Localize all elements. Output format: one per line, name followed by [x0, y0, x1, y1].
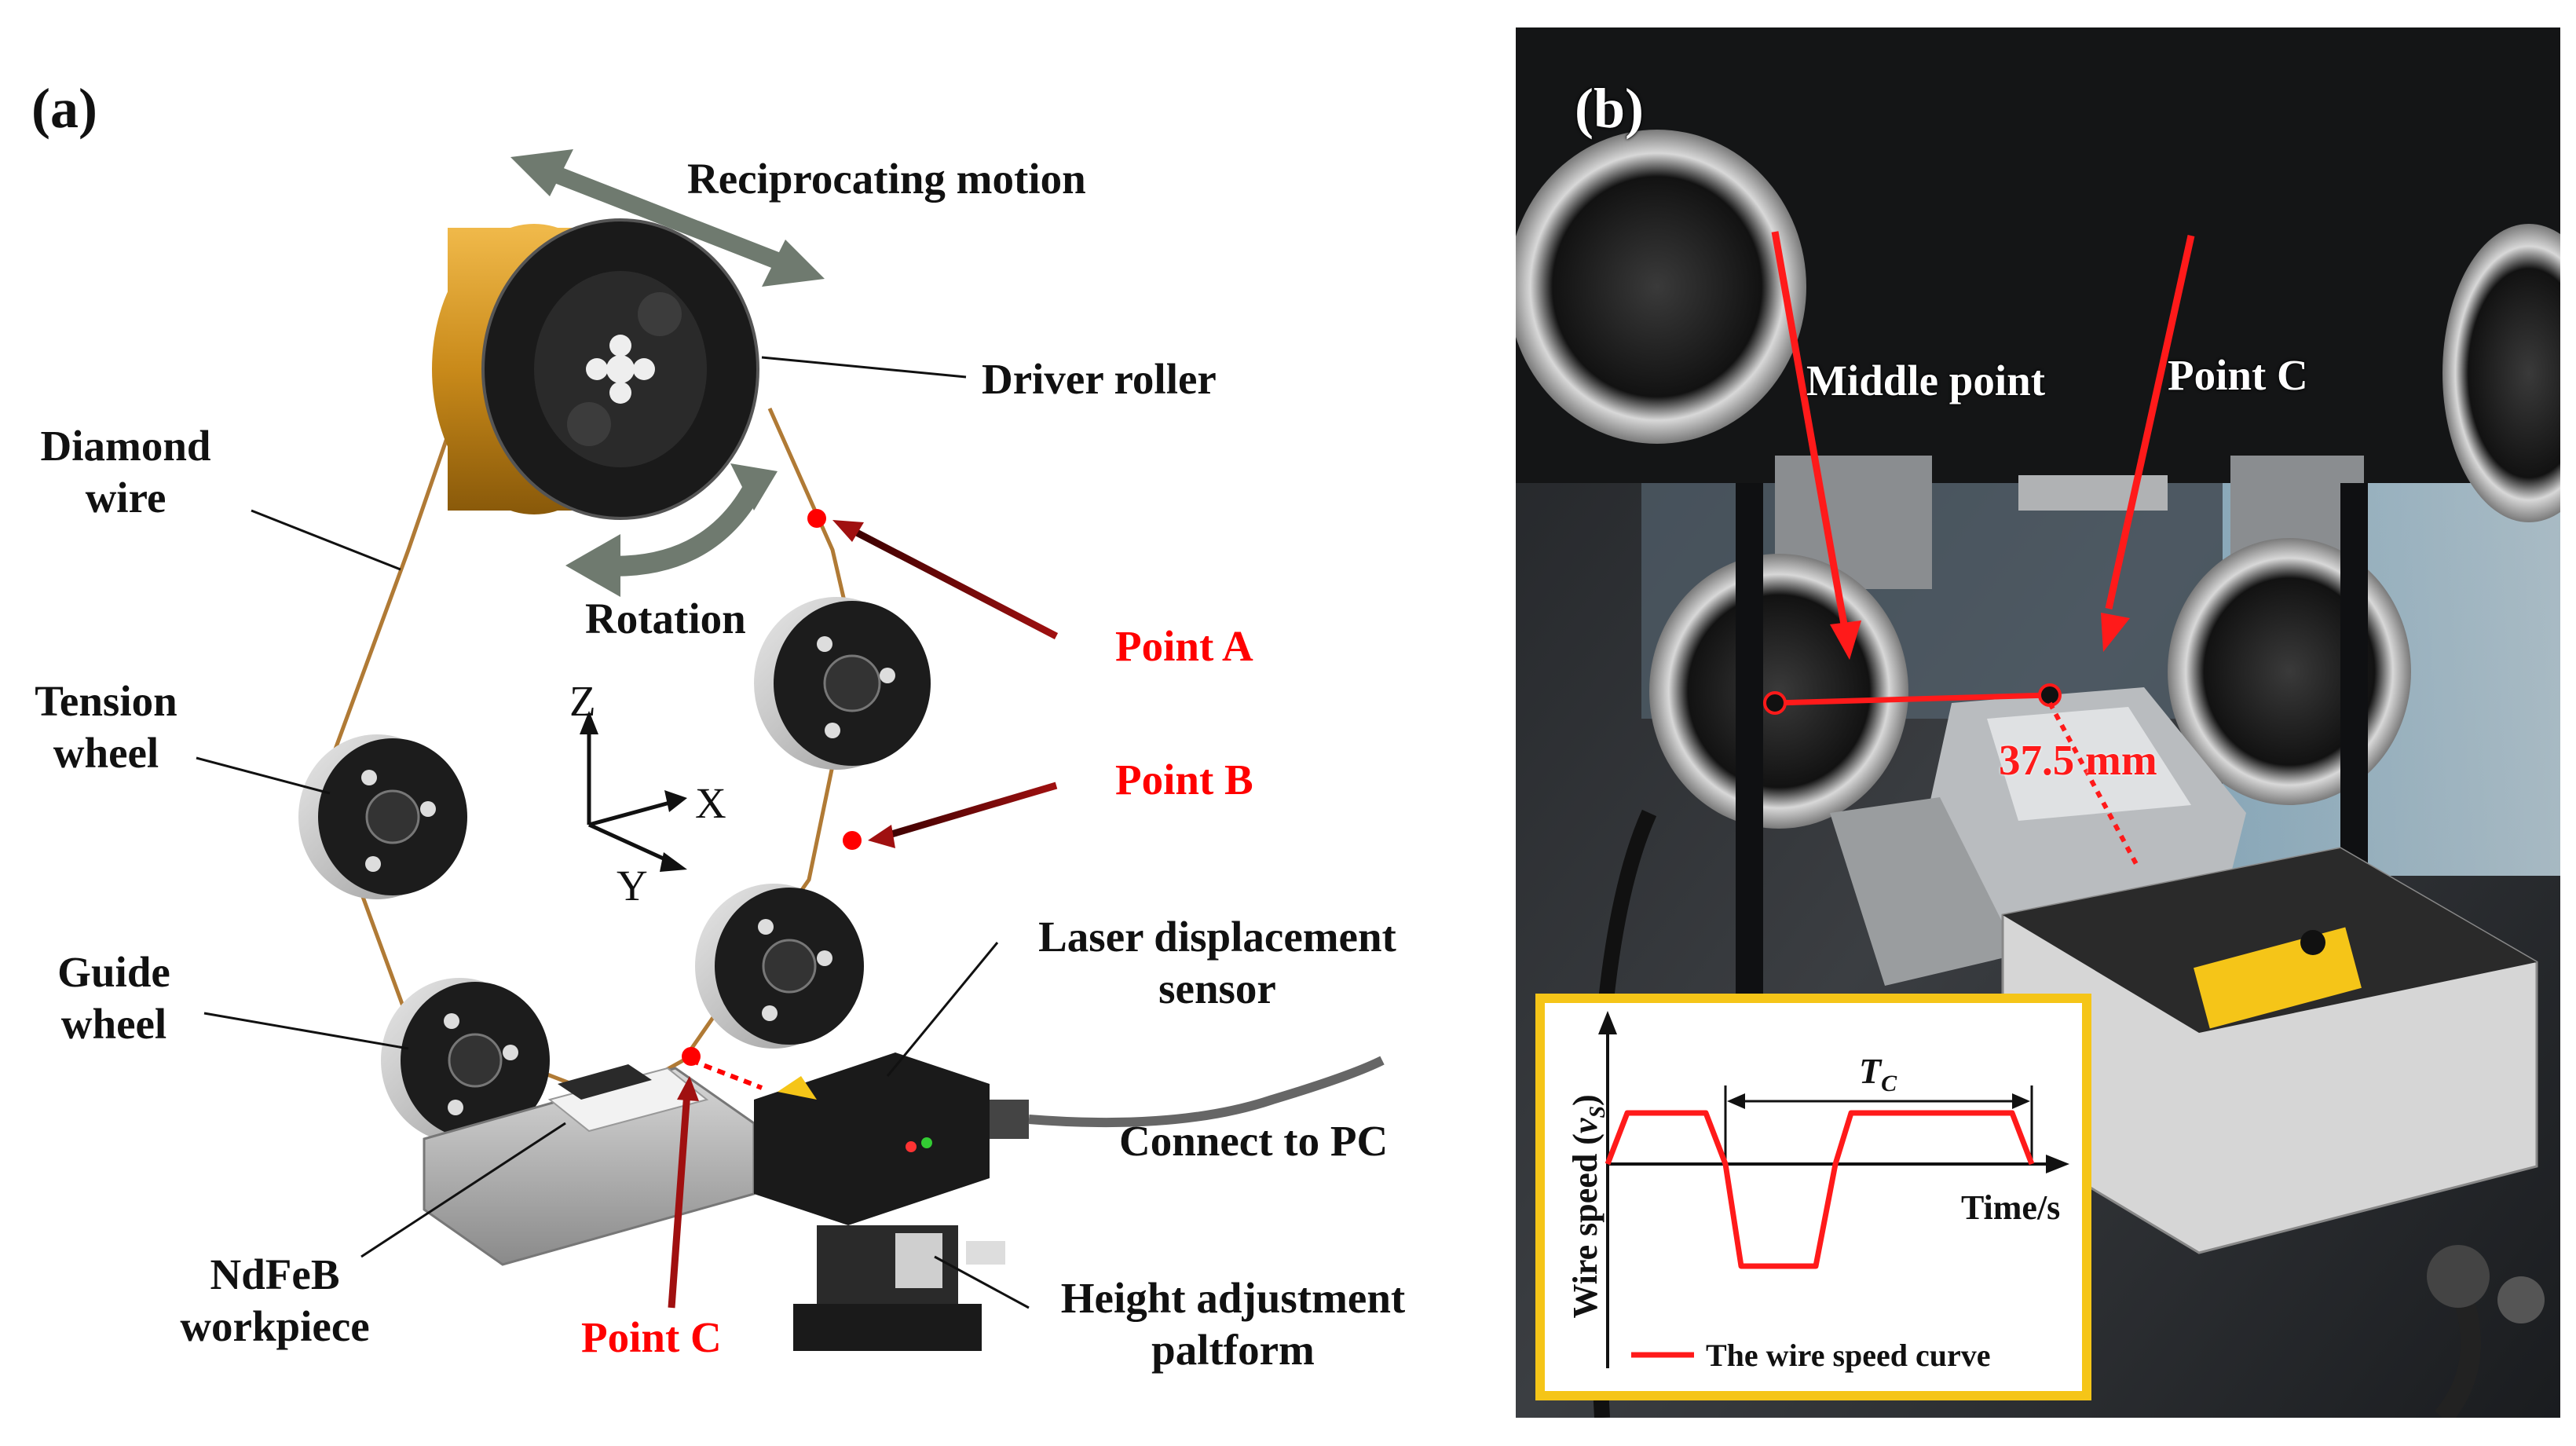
- upper-right-wheel: [754, 597, 931, 770]
- label-distance: 37.5 mm: [1999, 736, 2157, 784]
- label-axis-y: Y: [617, 862, 648, 910]
- middle-point-dot: [1763, 691, 1787, 715]
- label-workpiece-line2: workpiece: [180, 1302, 370, 1350]
- label-point-a: Point A: [1115, 622, 1253, 670]
- label-height-line2: paltform: [1151, 1326, 1315, 1374]
- laser-dotted: [2047, 701, 2139, 866]
- inset-xlabel: Time/s: [1961, 1188, 2061, 1227]
- point-c-marker: [682, 1047, 701, 1066]
- wire-speed-inset: Wire speed (vS) Time/s TC The wire speed…: [1535, 994, 2091, 1400]
- label-tension-wheel: Tension wheel: [12, 675, 200, 779]
- label-diamond-wire-line1: Diamond: [40, 422, 211, 470]
- label-laser-line1: Laser displacement: [1038, 913, 1396, 961]
- label-driver-roller: Driver roller: [982, 355, 1217, 403]
- label-middle-point: Middle point: [1806, 357, 2046, 405]
- label-guide-line1: Guide: [57, 948, 170, 996]
- ylabel-sub: S: [1585, 1105, 1610, 1118]
- wire-speed-chart: [1598, 1011, 2069, 1368]
- rotation-arrow: [596, 481, 763, 577]
- distance-line: [1774, 692, 2051, 706]
- label-diamond-wire: Diamond wire: [27, 420, 224, 524]
- lower-right-wheel: [695, 884, 864, 1049]
- label-diamond-wire-line2: wire: [85, 474, 166, 522]
- driver-roller: [432, 218, 759, 520]
- label-guide-line2: wheel: [60, 1000, 167, 1048]
- label-height-platform: Height adjustment paltform: [1037, 1272, 1429, 1376]
- apparatus-diagram: [196, 149, 1385, 1351]
- ylabel-main: Wire speed (: [1566, 1133, 1605, 1319]
- label-point-c: Point C: [581, 1313, 722, 1361]
- tension-wheel: [298, 734, 467, 899]
- label-laser-sensor: Laser displacement sensor: [1005, 911, 1429, 1015]
- inset-period-label: TC: [1859, 1050, 1897, 1097]
- height-platform: [793, 1225, 1005, 1351]
- period-main: T: [1859, 1051, 1882, 1091]
- point-b-marker: [843, 831, 862, 850]
- leader-lines: [196, 356, 1030, 1309]
- inset-legend: The wire speed curve: [1706, 1338, 1991, 1373]
- label-reciprocating: Reciprocating motion: [687, 155, 1086, 203]
- reciprocating-arrow: [510, 149, 825, 287]
- ylabel-end: ): [1566, 1094, 1605, 1106]
- label-tension-line1: Tension: [35, 677, 177, 725]
- laser-sensor: [754, 1052, 1385, 1225]
- ylabel-var: v: [1566, 1118, 1605, 1134]
- label-axis-z: Z: [569, 677, 596, 725]
- label-guide-wheel: Guide wheel: [27, 946, 200, 1050]
- label-connect-pc: Connect to PC: [1119, 1117, 1389, 1165]
- coordinate-axes: [580, 711, 687, 872]
- laser-beam: [690, 1058, 763, 1090]
- label-photo-point-c: Point C: [2168, 351, 2308, 399]
- label-workpiece-line1: NdFeB: [210, 1250, 340, 1298]
- label-rotation: Rotation: [585, 595, 746, 642]
- point-arrows: [668, 520, 1059, 1309]
- label-height-line1: Height adjustment: [1060, 1274, 1406, 1322]
- label-axis-x: X: [695, 779, 726, 827]
- label-point-b: Point B: [1115, 756, 1253, 804]
- period-sub: C: [1881, 1071, 1897, 1097]
- point-a-marker: [807, 509, 826, 528]
- label-laser-line2: sensor: [1158, 965, 1276, 1012]
- label-workpiece: NdFeB workpiece: [157, 1249, 393, 1353]
- middle-point-arrow: [1771, 231, 1848, 625]
- point-c-dot: [2038, 683, 2062, 707]
- guide-wheel: [381, 978, 550, 1143]
- inset-ylabel: Wire speed (vS): [1565, 1089, 1611, 1324]
- panel-a-tag: (a): [31, 77, 97, 140]
- label-tension-line2: wheel: [53, 729, 159, 777]
- wire-speed-curve: [1605, 1110, 2035, 1269]
- panel-b-tag: (b): [1575, 77, 1644, 140]
